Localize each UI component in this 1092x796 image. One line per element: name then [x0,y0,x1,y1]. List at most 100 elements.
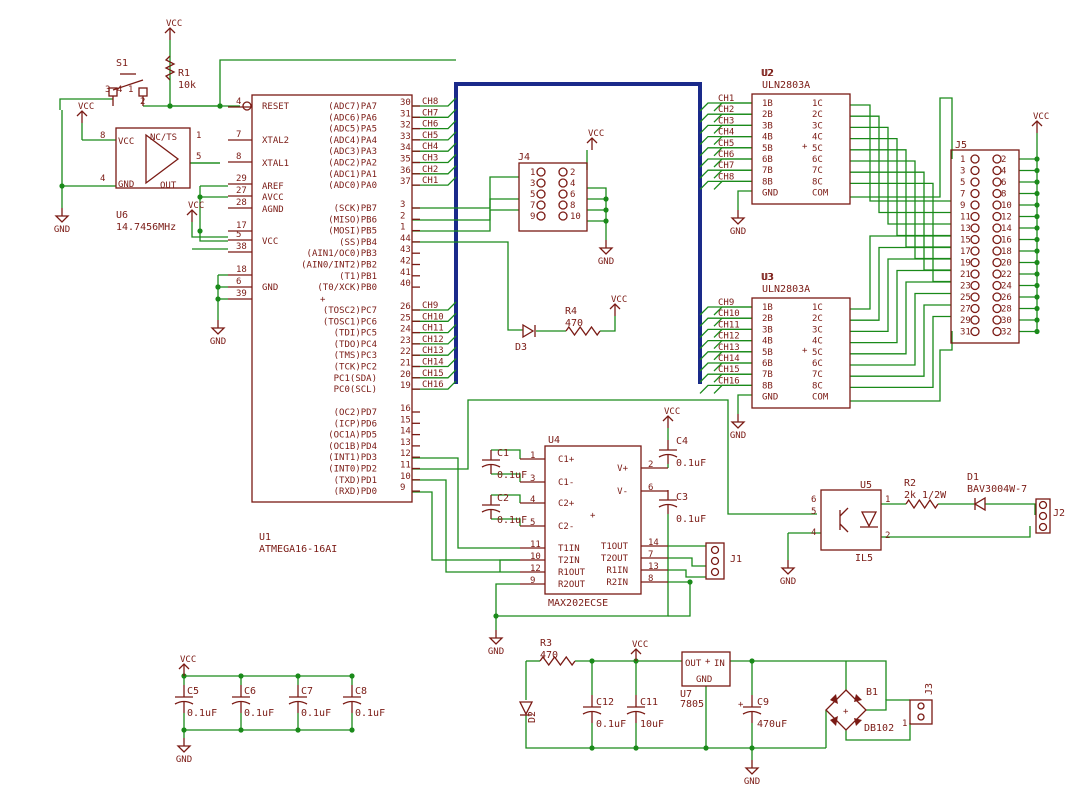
d2-diode [518,701,534,716]
u6-pin-num: 1 [196,131,201,141]
u1-pin-num: 20 [400,370,411,380]
wire [850,182,951,283]
j5-pin [992,154,1002,164]
origin-mark: + [802,346,808,356]
j5-pin [992,303,1002,314]
wire [412,97,457,107]
vcc-symbol [186,209,198,216]
wire [850,149,951,248]
reset-bubble [242,101,252,111]
channel-label: CH6 [422,120,438,130]
junction [59,183,65,189]
u5-pin-num: 5 [811,507,816,517]
j5-pin [992,177,1002,187]
j1-pin [710,545,720,555]
u7-pin-label: OUT [685,659,702,669]
j5-pin [970,246,980,256]
uln-pin-label: 4B [762,133,773,143]
junction [589,658,595,664]
j5-pin [992,315,1002,325]
u1-pin-num: 27 [236,186,247,196]
u1-pin-num: 4 [236,97,241,107]
wire [699,158,752,168]
u6-pin-num: 4 [100,174,105,184]
u4-pin-label: T1IN [558,544,580,554]
channel-label: CH1 [422,176,438,186]
wire [850,281,951,355]
wire [668,569,706,578]
j4-pin [558,189,568,199]
b1-diode [854,718,862,726]
s1-pin-num: 3 [105,85,110,95]
channel-label: CH2 [718,105,734,115]
vcc-symbol [630,648,642,655]
wire [737,394,752,414]
u4-pin-num: 3 [530,474,535,484]
u4-name: U4 [548,435,560,446]
vcc-label: VCC [78,102,94,112]
j5-pin-num: 31 [960,328,971,338]
c7-value: 0.1uF [301,708,331,719]
j5-pin [970,303,980,314]
s1-pin-num: 4 [117,85,122,95]
uln-pin-label: 6B [762,155,773,165]
uln-pin-label: 6B [762,359,773,369]
channel-label: CH3 [718,116,734,126]
u4-pin-num: 8 [648,574,653,584]
c9-name: C9 [757,697,769,708]
junction [197,194,203,200]
c3-name: C3 [676,492,688,503]
j5-pin [992,211,1002,222]
j5-pin [992,223,1002,233]
u1-pin-num: 7 [236,130,241,140]
u1-pin-label: (INT0)PD2 [328,465,377,475]
channel-label: CH2 [422,165,438,175]
j1-pin [710,567,720,577]
u1-pin-label: (OC1B)PD4 [328,442,377,452]
channel-label: CH7 [422,108,438,118]
u1-pin-num: 17 [236,221,247,231]
channel-bus [454,82,702,384]
c3-value: 0.1uF [676,514,706,525]
uln-pin-label: 4B [762,337,773,347]
j5-pin-num: 2 [1001,155,1006,165]
wire [730,660,887,700]
wire [412,154,457,164]
u1-pin-num: 9 [400,483,405,493]
u4-pin-label: R1IN [606,566,628,576]
j5-pin-num: 18 [1001,247,1012,257]
u1-pin-num: 28 [236,198,247,208]
u1-pin-label: VCC [262,237,278,247]
j4-pin-num: 8 [570,201,575,211]
wire [850,115,951,214]
uln-pin-label: 3C [812,325,823,335]
c4-name: C4 [676,436,688,447]
vcc-symbol [1031,120,1043,127]
origin-mark: + [705,657,711,667]
j5-pin-num: 17 [960,247,971,257]
wire [412,241,523,331]
gnd-symbol [744,767,760,775]
u1-pin-label: (TMS)PC3 [334,351,377,361]
j5-pin-num: 32 [1001,328,1012,338]
u1-pin-num: 1 [400,223,405,233]
vcc-label: VCC [188,201,204,211]
s1-name: S1 [116,58,128,69]
u4-pin-label: C1- [558,478,574,488]
polarity: + [738,700,744,710]
j5-pin-num: 27 [960,305,971,315]
c9-value: 470uF [757,719,787,730]
j5-body [950,149,1020,344]
u4-pin-num: 5 [530,518,535,528]
u7-value: 7805 [680,699,704,710]
r3-name: R3 [540,638,552,649]
j4-pin [536,178,546,188]
u1-pin-label: PC1(SDA) [334,374,377,384]
resistor [905,498,939,510]
u4-pin-label: R1OUT [558,568,586,578]
uln-pin-label: 8B [762,381,773,391]
j5-pin [970,234,980,245]
wire [491,449,521,459]
j5-pin-num: 23 [960,282,971,292]
wire [850,331,953,402]
